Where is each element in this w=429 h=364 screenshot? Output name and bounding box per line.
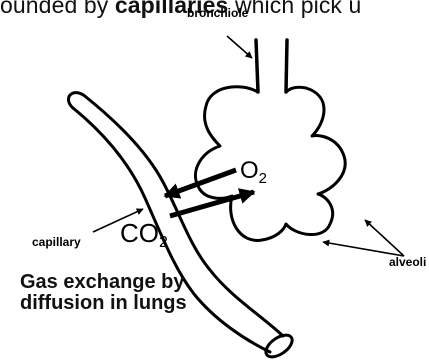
capillary-label: capillary: [32, 235, 81, 249]
carbon-dioxide-letters: CO: [120, 218, 159, 248]
bronchiole-pointer: [227, 36, 252, 58]
oxygen-letter: O: [240, 157, 259, 184]
alveoli-cluster: [195, 87, 345, 241]
oxygen-label: O2: [240, 157, 267, 187]
carbon-dioxide-subscript: 2: [159, 234, 168, 251]
oxygen-subscript: 2: [259, 170, 267, 187]
carbon-dioxide-label: CO2: [120, 218, 168, 251]
diagram-caption: Gas exchange by diffusion in lungs: [20, 272, 187, 314]
caption-line-2: diffusion in lungs: [20, 293, 187, 314]
co2-diffusion-arrow: [170, 192, 254, 216]
bronchiole-tube: [256, 40, 287, 92]
caption-line-1: Gas exchange by: [20, 272, 187, 293]
alveoli-label: alveoli: [389, 255, 426, 269]
bronchiole-label: bronchiole: [187, 6, 249, 20]
